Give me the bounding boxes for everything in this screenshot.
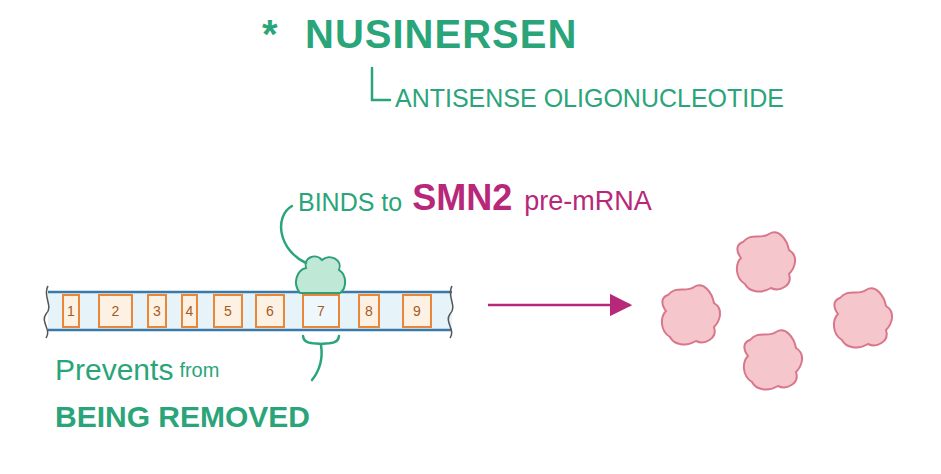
exon-number: 3	[153, 304, 161, 318]
protein-blob	[834, 288, 892, 347]
strand-edge	[48, 329, 452, 332]
exon-number: 6	[266, 304, 274, 318]
exon-number: 7	[317, 304, 325, 318]
exon-number: 1	[67, 304, 75, 318]
exon-box: 9	[402, 294, 432, 328]
note-text: ANTISENSE OLIGONUCLEOTIDE	[395, 86, 784, 111]
exon-number: 8	[365, 304, 373, 318]
annotation-text: BEING REMOVED	[55, 402, 310, 432]
exon-number: 5	[224, 304, 232, 318]
protein-blob	[744, 330, 802, 389]
exon-number: 9	[413, 304, 421, 318]
process-arrow	[488, 304, 630, 307]
exon-box: 3	[147, 294, 167, 328]
annotation-text: pre-mRNA	[524, 188, 652, 215]
protein-blob	[662, 285, 720, 344]
strand-end	[44, 286, 49, 338]
exon-box: 7	[302, 294, 340, 328]
annotation-text: BINDS to	[298, 190, 402, 215]
exon-box: 6	[255, 294, 285, 328]
bullet-mark: *	[262, 14, 278, 54]
strand-edge	[48, 291, 452, 294]
exon-number: 4	[186, 304, 194, 318]
leader-line	[312, 345, 322, 380]
diagram-title: NUSINERSEN	[305, 14, 577, 54]
exon-box: 1	[62, 294, 80, 328]
brace	[303, 336, 339, 344]
gene-name: SMN2	[412, 180, 512, 216]
protein-blob	[737, 232, 795, 291]
annotation-text: Prevents	[55, 355, 173, 385]
exon-box: 8	[358, 294, 380, 328]
exon-number: 2	[112, 304, 120, 318]
strand-end	[448, 286, 453, 338]
exon-box: 2	[98, 294, 133, 328]
bracket	[372, 68, 390, 100]
exon-box: 5	[213, 294, 243, 328]
mrna-strand	[48, 292, 452, 330]
exon-box: 4	[181, 294, 198, 328]
annotation-text: from	[179, 360, 219, 380]
